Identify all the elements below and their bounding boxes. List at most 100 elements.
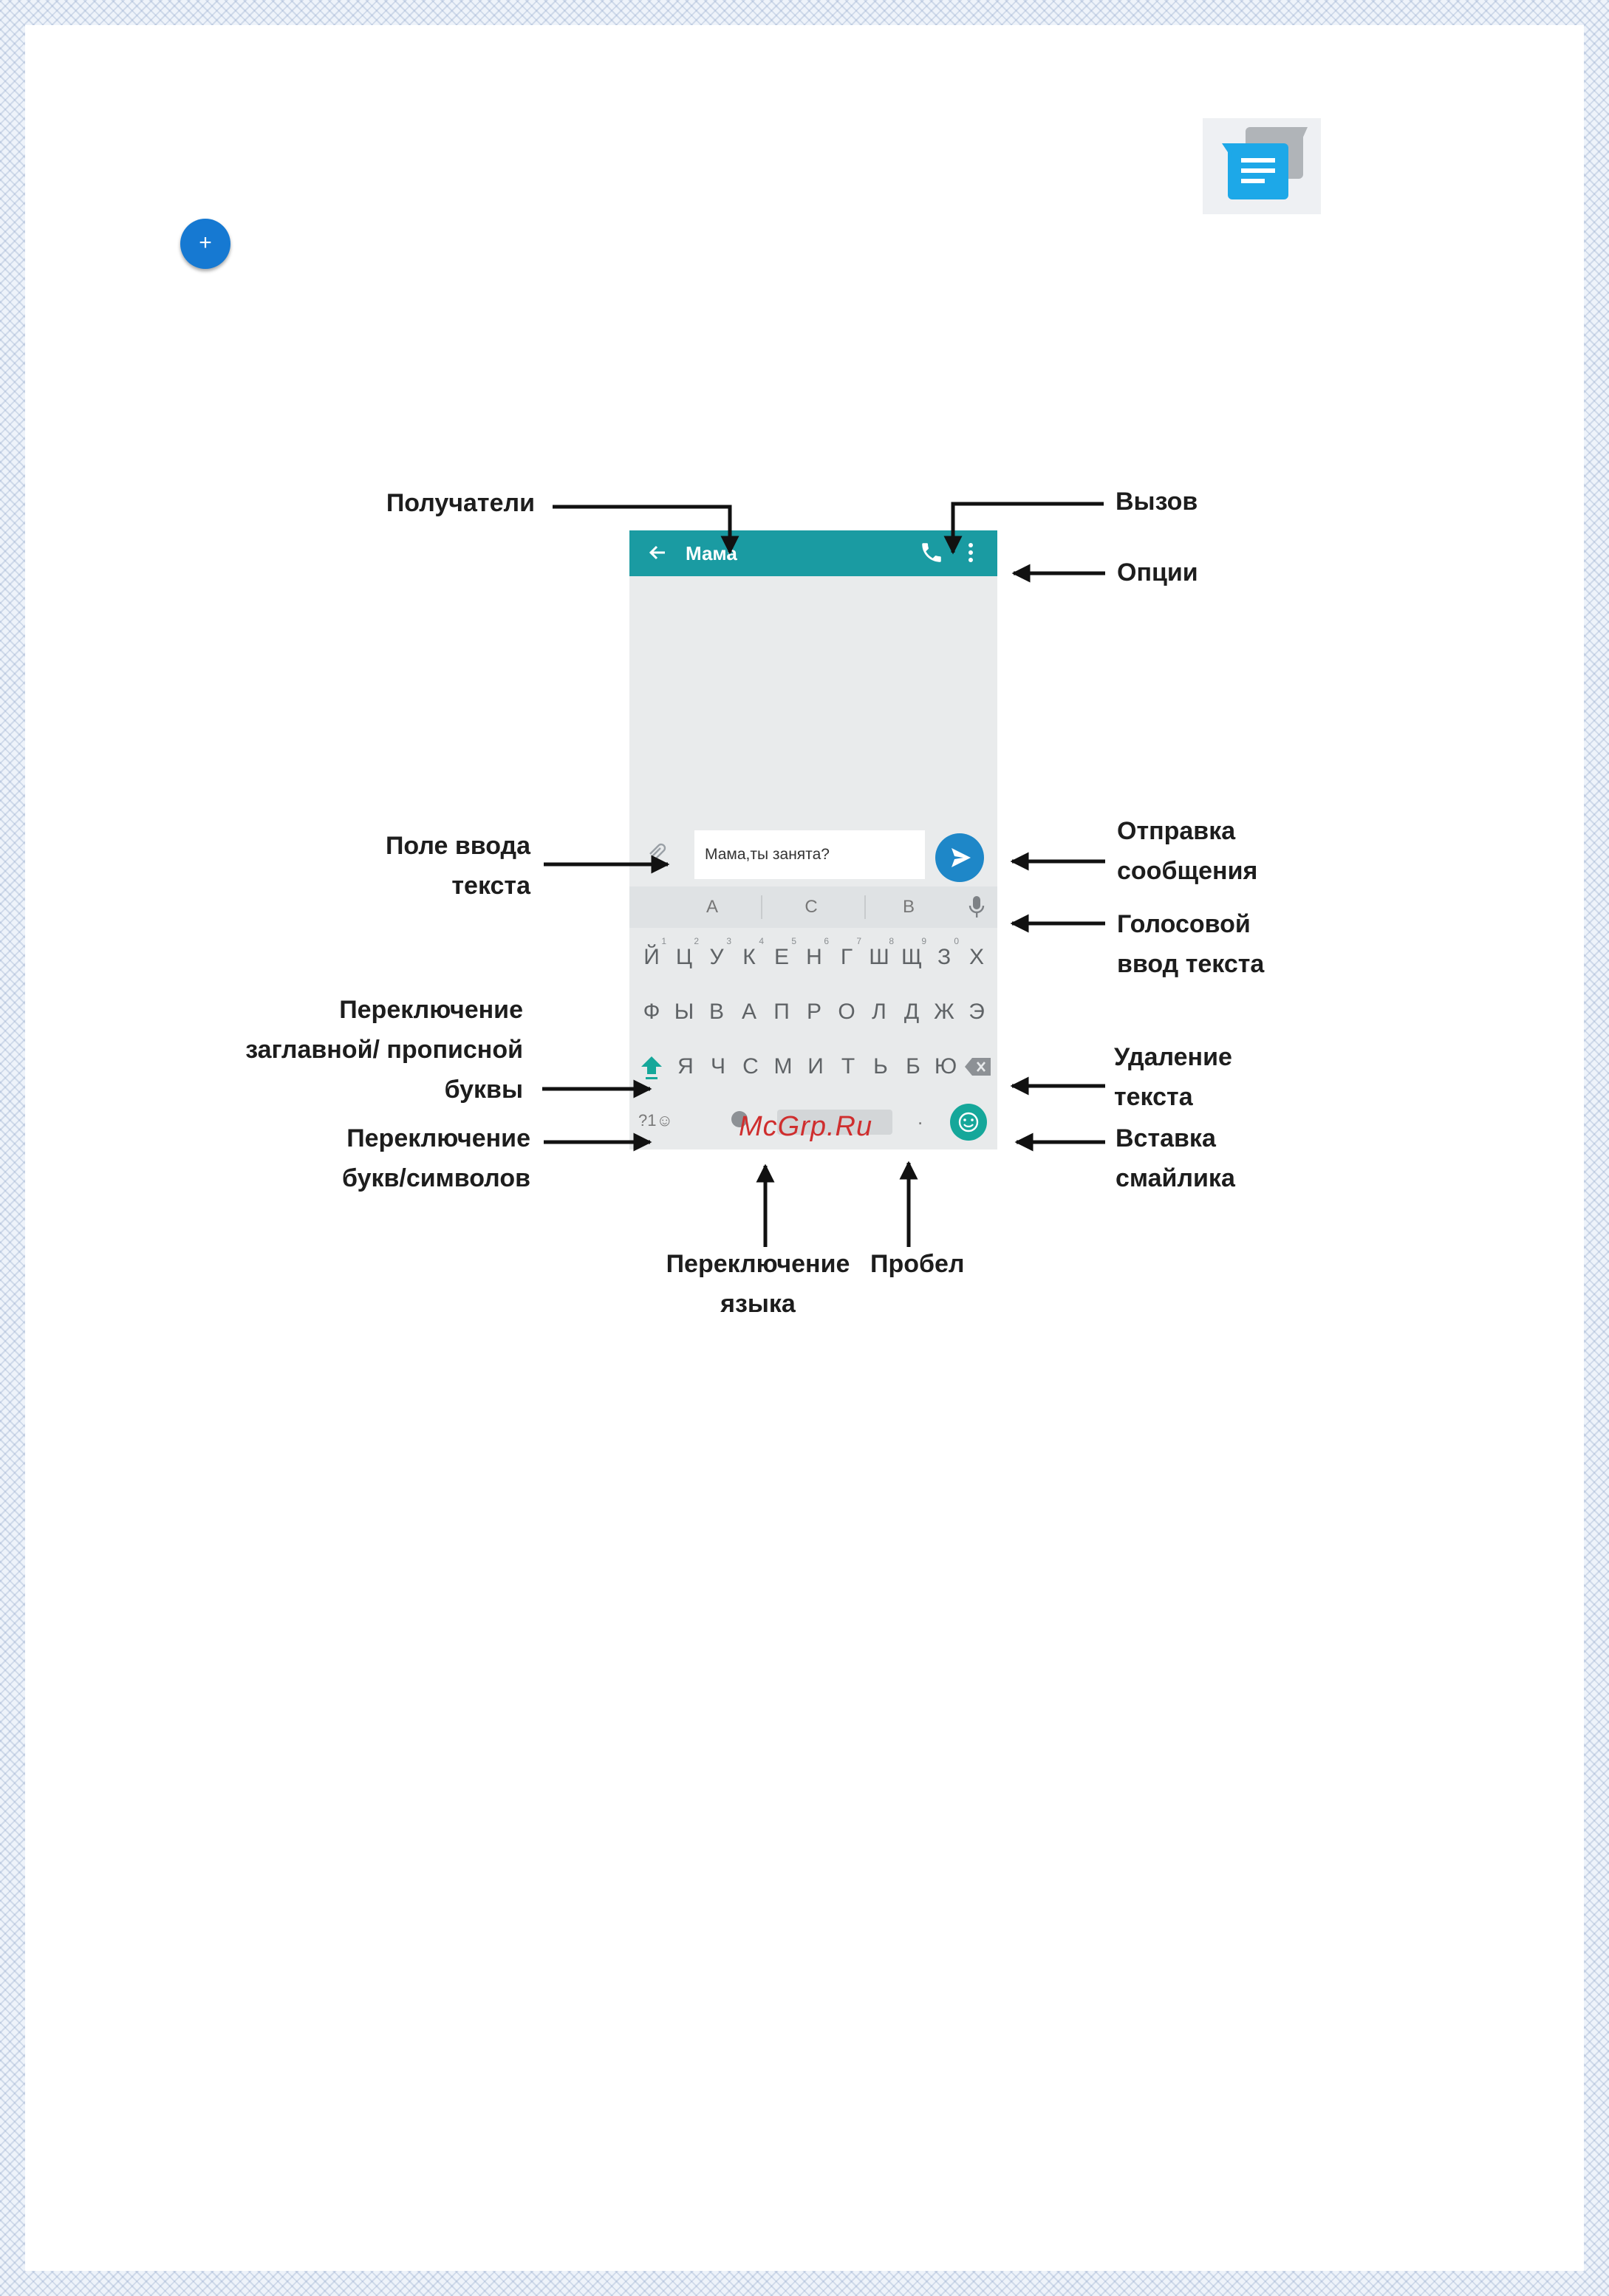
keyboard-key[interactable]: Ы — [674, 1000, 694, 1024]
keyboard-key[interactable]: Ю — [934, 1054, 957, 1079]
suggestion-item[interactable]: B — [902, 897, 915, 917]
key-label: Ш — [869, 945, 889, 969]
emoji-key[interactable] — [950, 1104, 987, 1141]
shift-key-icon[interactable] — [635, 1050, 668, 1083]
keyboard-key[interactable]: Х — [960, 945, 993, 970]
callout-delete: Удаление текста — [1114, 1037, 1232, 1117]
callout-voice-input: Голосовой ввод текста — [1117, 904, 1264, 984]
key-hint: 5 — [791, 936, 796, 946]
send-icon — [952, 848, 971, 867]
callout-line: Переключение — [346, 1124, 530, 1152]
callout-line: Переключение — [666, 1250, 850, 1278]
keyboard-key[interactable]: С — [742, 1054, 759, 1079]
key-label: Ц — [675, 945, 693, 969]
period-key[interactable]: . — [918, 1107, 923, 1129]
plus-icon: + — [199, 230, 212, 255]
key-hint: 2 — [694, 936, 699, 946]
keyboard-key[interactable]: Ь — [873, 1054, 888, 1079]
keyboard-key[interactable]: Ф — [643, 1000, 660, 1024]
key-label: У — [709, 945, 724, 969]
language-switch-icon[interactable] — [730, 1110, 749, 1129]
callout-call: Вызов — [1116, 488, 1198, 516]
more-options-icon[interactable] — [965, 540, 977, 565]
keyboard-key[interactable]: В — [708, 1000, 724, 1024]
keyboard-key[interactable]: Ж — [934, 1000, 954, 1024]
key-hint: 8 — [889, 936, 894, 946]
add-fab-button[interactable]: + — [180, 219, 230, 269]
microphone-icon[interactable] — [966, 894, 987, 920]
key-hint: 3 — [726, 936, 731, 946]
suggestion-item[interactable]: A — [706, 897, 718, 917]
key-label: Щ — [901, 945, 923, 969]
callout-line: Отправка — [1117, 817, 1236, 845]
key-hint: 7 — [856, 936, 861, 946]
callout-language: Переключение языка — [655, 1244, 861, 1324]
key-hint: 1 — [661, 936, 666, 946]
backspace-key-icon[interactable] — [963, 1056, 993, 1078]
keyboard-key[interactable]: Э — [969, 1000, 985, 1024]
callout-line: буквы — [444, 1076, 523, 1104]
space-bar[interactable] — [777, 1110, 892, 1135]
keyboard-key[interactable]: М — [773, 1054, 793, 1079]
keyboard-key[interactable]: Т — [841, 1054, 855, 1079]
smiley-icon — [958, 1112, 979, 1132]
watermark: McGrp.Ru — [739, 1111, 873, 1142]
back-arrow-icon[interactable] — [644, 539, 671, 566]
callout-text-field: Поле ввода текста — [296, 826, 530, 906]
suggestion-divider — [761, 895, 762, 919]
callout-line: сообщения — [1117, 857, 1258, 885]
callout-line: Вставка — [1116, 1124, 1216, 1152]
key-hint: 4 — [759, 936, 764, 946]
keyboard-key[interactable]: П — [773, 1000, 790, 1024]
symbols-switch-key[interactable]: ?1☺ — [638, 1111, 673, 1130]
key-hint: 0 — [954, 936, 959, 946]
app-bar: Мама — [629, 530, 997, 576]
key-label: Е — [773, 945, 789, 969]
callout-send: Отправка сообщения — [1117, 811, 1257, 891]
suggestion-divider — [864, 895, 866, 919]
callout-line: Голосовой — [1117, 910, 1251, 938]
keyboard-key[interactable]: Б — [906, 1054, 920, 1079]
key-label: Й — [643, 945, 660, 969]
key-hint: 9 — [921, 936, 926, 946]
callout-line: текста — [451, 872, 530, 900]
keyboard-key[interactable]: Я — [677, 1054, 694, 1079]
callout-line: текста — [1114, 1083, 1193, 1111]
keyboard-key[interactable]: О — [838, 1000, 855, 1024]
message-input[interactable] — [694, 830, 925, 879]
keyboard-key[interactable]: А — [741, 1000, 756, 1024]
keyboard-key[interactable]: Д — [903, 1000, 920, 1024]
keyboard-key[interactable]: Р — [806, 1000, 821, 1024]
keyboard-key[interactable]: И — [807, 1054, 824, 1079]
keyboard-key[interactable]: Л — [872, 1000, 887, 1024]
callout-line: Переключение — [339, 996, 523, 1024]
callout-line: языка — [720, 1290, 796, 1318]
callout-space: Пробел — [870, 1250, 965, 1278]
phone-call-icon[interactable] — [919, 540, 944, 565]
callout-line: ввод текста — [1117, 950, 1265, 978]
keyboard-bottom-row: ?1☺ . McGrp.Ru — [629, 1098, 997, 1147]
suggestion-item[interactable]: C — [804, 897, 818, 917]
messages-app-icon[interactable] — [1203, 118, 1321, 214]
callout-recipients: Получатели — [386, 489, 535, 517]
message-thread — [629, 576, 997, 819]
suggestion-strip: A C B — [629, 886, 997, 928]
key-hint: 6 — [824, 936, 829, 946]
keyboard-key[interactable]: Ч — [711, 1054, 725, 1079]
callout-line: заглавной/ прописной — [245, 1036, 523, 1064]
send-button[interactable] — [935, 833, 984, 882]
